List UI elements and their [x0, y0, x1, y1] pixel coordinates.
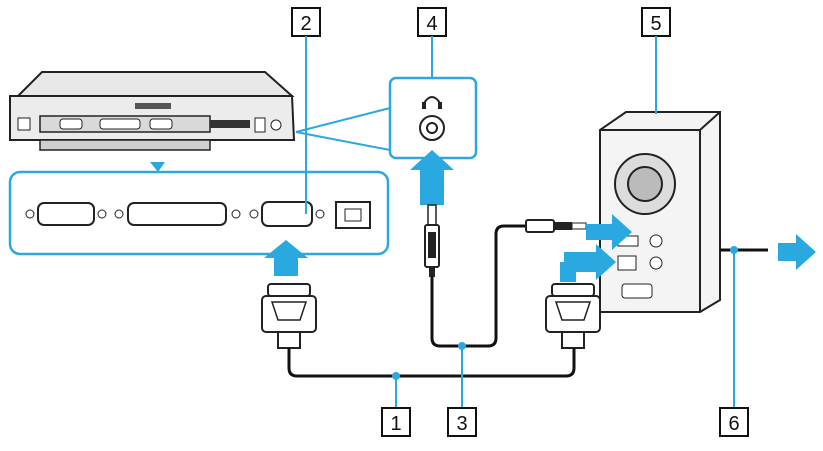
- vga-connector-icon: [545, 283, 601, 349]
- arrow-icon: [410, 150, 454, 205]
- callout-2-box: 2: [291, 7, 321, 37]
- callout-6-box: 6: [719, 407, 749, 437]
- callout-5-box: 5: [641, 7, 671, 37]
- arrow-icon: [560, 214, 632, 282]
- svg-text:6: 6: [728, 413, 739, 435]
- svg-text:1: 1: [390, 413, 401, 435]
- vga-connector-icon: [261, 283, 317, 349]
- callout-3-box: 3: [447, 407, 477, 437]
- arrow-icon: [264, 240, 308, 276]
- vga-cable: [287, 348, 576, 378]
- audio-plug-icon: [525, 219, 587, 233]
- vga-port-icon: [249, 201, 325, 227]
- svg-text:5: 5: [650, 13, 661, 35]
- svg-text:2: 2: [300, 13, 311, 35]
- headphone-jack-panel: [388, 76, 478, 160]
- svg-text:3: 3: [456, 413, 467, 435]
- port-panel: [8, 170, 390, 256]
- svg-text:4: 4: [426, 13, 437, 35]
- audio-plug-icon: [424, 204, 440, 277]
- speaker-icon: [599, 111, 721, 313]
- callout-4-box: 4: [417, 7, 447, 37]
- callout-1-box: 1: [381, 407, 411, 437]
- laptop-icon: [9, 71, 296, 151]
- serial-port-icon: [25, 202, 107, 226]
- parallel-port-icon: [114, 202, 241, 226]
- arrow-icon: [778, 234, 816, 270]
- zoom-pointer: [150, 162, 165, 172]
- modem-port-icon: [335, 201, 371, 229]
- audio-cable: [430, 224, 526, 348]
- headphone-jack-icon: [419, 96, 445, 141]
